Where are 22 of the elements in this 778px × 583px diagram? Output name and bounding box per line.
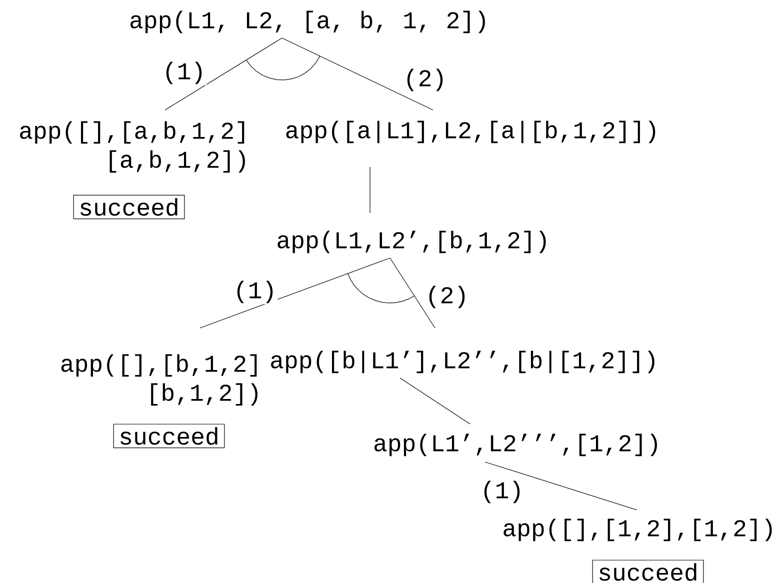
goal-text: app([],[1,2],[1,2]) — [504, 518, 772, 542]
branch-line — [282, 38, 434, 110]
result-box: succeed — [592, 560, 704, 583]
result-box: succeed — [113, 424, 225, 448]
edge-label: (2) — [402, 68, 448, 92]
branch-line — [164, 38, 282, 110]
branch-line — [484, 462, 638, 510]
goal-text: app(L1, L2, [a, b, 1, 2]) — [130, 10, 485, 34]
branch-line — [390, 258, 436, 328]
goal-text: app([a|L1],L2,[a|[b,1,2]]) — [286, 120, 656, 144]
goal-text: app(L1’,L2’’’,[1,2]) — [374, 434, 657, 456]
goal-text: app([],[a,b,1,2] [a,b,1,2]) — [20, 121, 245, 173]
goal-text: app([b|L1’],L2’’,[b|[1,2]]) — [271, 350, 654, 374]
edge-label: (2) — [424, 284, 470, 310]
edge-label: (1) — [232, 280, 278, 304]
branch-line — [400, 378, 470, 424]
branch-line — [200, 258, 390, 328]
edge-label: (1) — [161, 60, 207, 86]
edge-label: (1) — [479, 480, 525, 504]
goal-text: app([],[b,1,2] [b,1,2]) — [61, 354, 258, 406]
result-box: succeed — [73, 194, 185, 220]
goal-text: app(L1,L2’,[b,1,2]) — [278, 230, 546, 254]
